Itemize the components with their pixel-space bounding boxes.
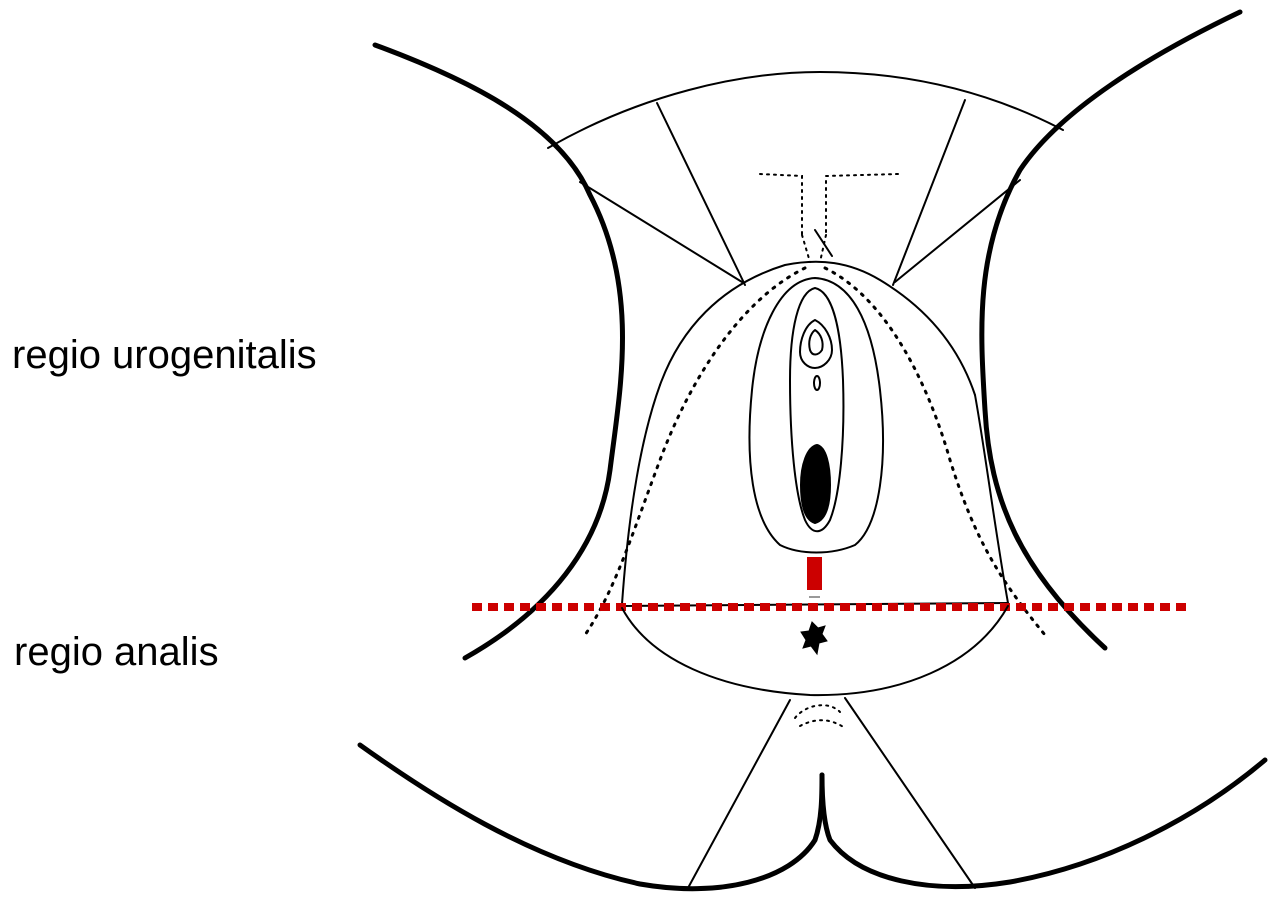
anal-region-label: regio analis bbox=[14, 632, 219, 672]
urethral-orifice bbox=[814, 376, 820, 390]
urogenital-triangle-outline bbox=[660, 262, 975, 395]
gluteal-line-right bbox=[845, 698, 975, 888]
anus bbox=[801, 622, 827, 654]
urogenital-region-label: regio urogenitalis bbox=[12, 335, 317, 375]
symphysis-dotted-stem bbox=[802, 235, 826, 262]
gluteal-line-left bbox=[688, 700, 790, 888]
pubic-region-outline bbox=[548, 72, 1063, 148]
right-buttock-outline bbox=[822, 760, 1265, 887]
coccyx-outline bbox=[795, 705, 845, 728]
left-thigh-outline bbox=[375, 45, 623, 658]
ischiopubic-ramus-right bbox=[825, 268, 1045, 635]
pubic-line-right bbox=[893, 100, 965, 285]
left-buttock-outline bbox=[360, 745, 822, 889]
symphysis-dotted-marker bbox=[760, 174, 898, 235]
perineal-body-marker bbox=[807, 557, 822, 590]
clitoris-mark bbox=[815, 230, 832, 256]
clitoral-hood-outline bbox=[800, 320, 832, 368]
right-thigh-outline bbox=[982, 12, 1240, 648]
vaginal-orifice bbox=[801, 445, 830, 523]
clitoral-hood-inner bbox=[809, 330, 822, 355]
